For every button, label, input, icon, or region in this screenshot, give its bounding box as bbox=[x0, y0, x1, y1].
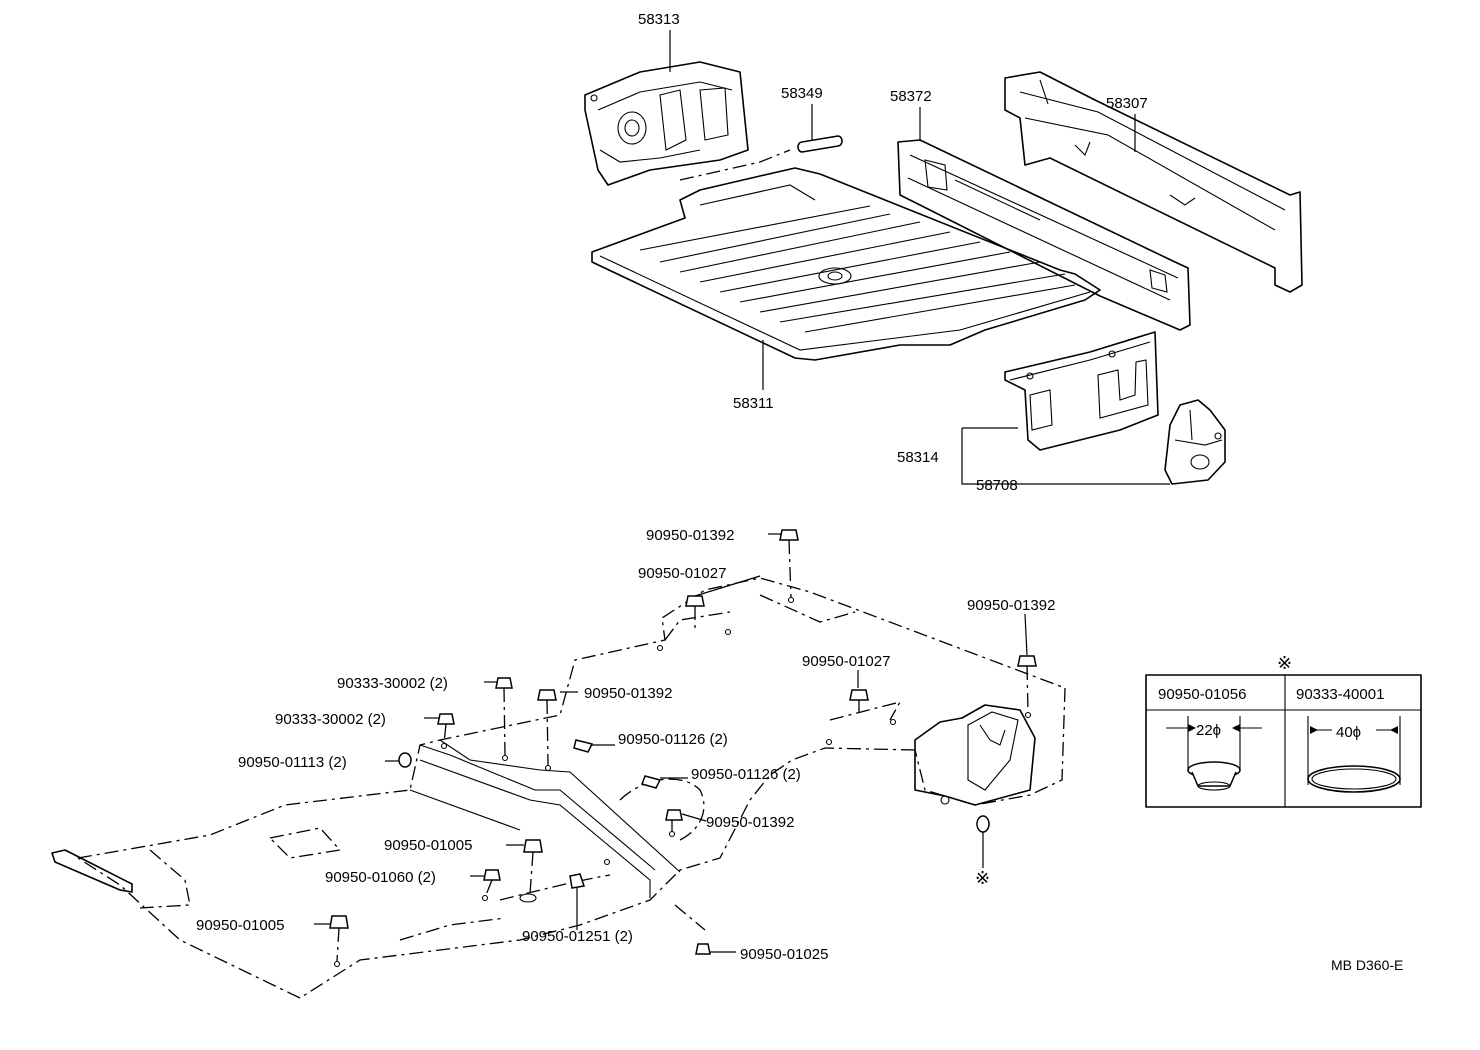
panel-58313 bbox=[584, 61, 749, 186]
callout-mark: ※ bbox=[975, 868, 990, 888]
main-floor-pan bbox=[51, 577, 1066, 999]
crossmember-58307 bbox=[1004, 71, 1303, 293]
label-58311: 58311 bbox=[733, 395, 774, 412]
label-plug-right: 90950-01392 bbox=[967, 597, 1055, 614]
label-clip-1: 90333-30002 (2) bbox=[337, 675, 448, 692]
plugs bbox=[329, 529, 1037, 968]
upper-leaders bbox=[669, 30, 1170, 485]
part-58349 bbox=[797, 135, 843, 153]
label-plug-b: 90950-01027 bbox=[802, 653, 890, 670]
label-58313: 58313 bbox=[638, 11, 680, 28]
label-plug-a: 90950-01027 bbox=[638, 565, 726, 582]
lower-leaders bbox=[314, 533, 1028, 953]
label-plug-h: 90950-01005 bbox=[384, 837, 472, 854]
label-plug-d: 90950-01126 (2) bbox=[618, 731, 728, 748]
label-plug-g: 90950-01392 bbox=[706, 814, 794, 831]
label-clip-2: 90333-30002 (2) bbox=[275, 711, 386, 728]
diagram-code: MB D360-E bbox=[1331, 957, 1403, 973]
lower-labels: 90950-01392 90950-01027 90950-01392 9095… bbox=[196, 527, 1055, 963]
label-plug-k: 90950-01251 (2) bbox=[522, 928, 633, 945]
label-plug-l: 90950-01025 bbox=[740, 946, 828, 963]
label-58314: 58314 bbox=[897, 449, 939, 466]
legend-size-1: 22ϕ bbox=[1196, 722, 1221, 739]
label-plug-i: 90950-01060 (2) bbox=[325, 869, 436, 886]
label-plug-top: 90950-01392 bbox=[646, 527, 734, 544]
label-plug-f: 90950-01126 (2) bbox=[691, 766, 801, 783]
label-58349: 58349 bbox=[781, 85, 823, 102]
bracket-58708 bbox=[1164, 399, 1226, 485]
cross-marks: ※ bbox=[975, 868, 990, 888]
label-plug-j: 90950-01005 bbox=[196, 917, 284, 934]
rail-58372 bbox=[897, 139, 1191, 331]
upper-labels: 58313 58349 58372 58307 58311 58314 5870… bbox=[638, 11, 1148, 494]
legend-part-2: 90333-40001 bbox=[1296, 686, 1384, 703]
label-plug-e: 90950-01113 (2) bbox=[238, 754, 347, 771]
legend-mark: ※ bbox=[1277, 653, 1292, 673]
label-58372: 58372 bbox=[890, 88, 932, 105]
size-legend-table: ※ 90950-01056 90333-40001 22ϕ 40ϕ bbox=[1145, 653, 1422, 808]
legend-size-2: 40ϕ bbox=[1336, 724, 1361, 741]
panel-58314 bbox=[1004, 331, 1159, 451]
label-plug-c: 90950-01392 bbox=[584, 685, 672, 702]
floor-pan-58311 bbox=[591, 167, 1101, 361]
legend-part-1: 90950-01056 bbox=[1158, 686, 1246, 703]
label-58708: 58708 bbox=[976, 477, 1018, 494]
label-58307: 58307 bbox=[1106, 95, 1148, 112]
